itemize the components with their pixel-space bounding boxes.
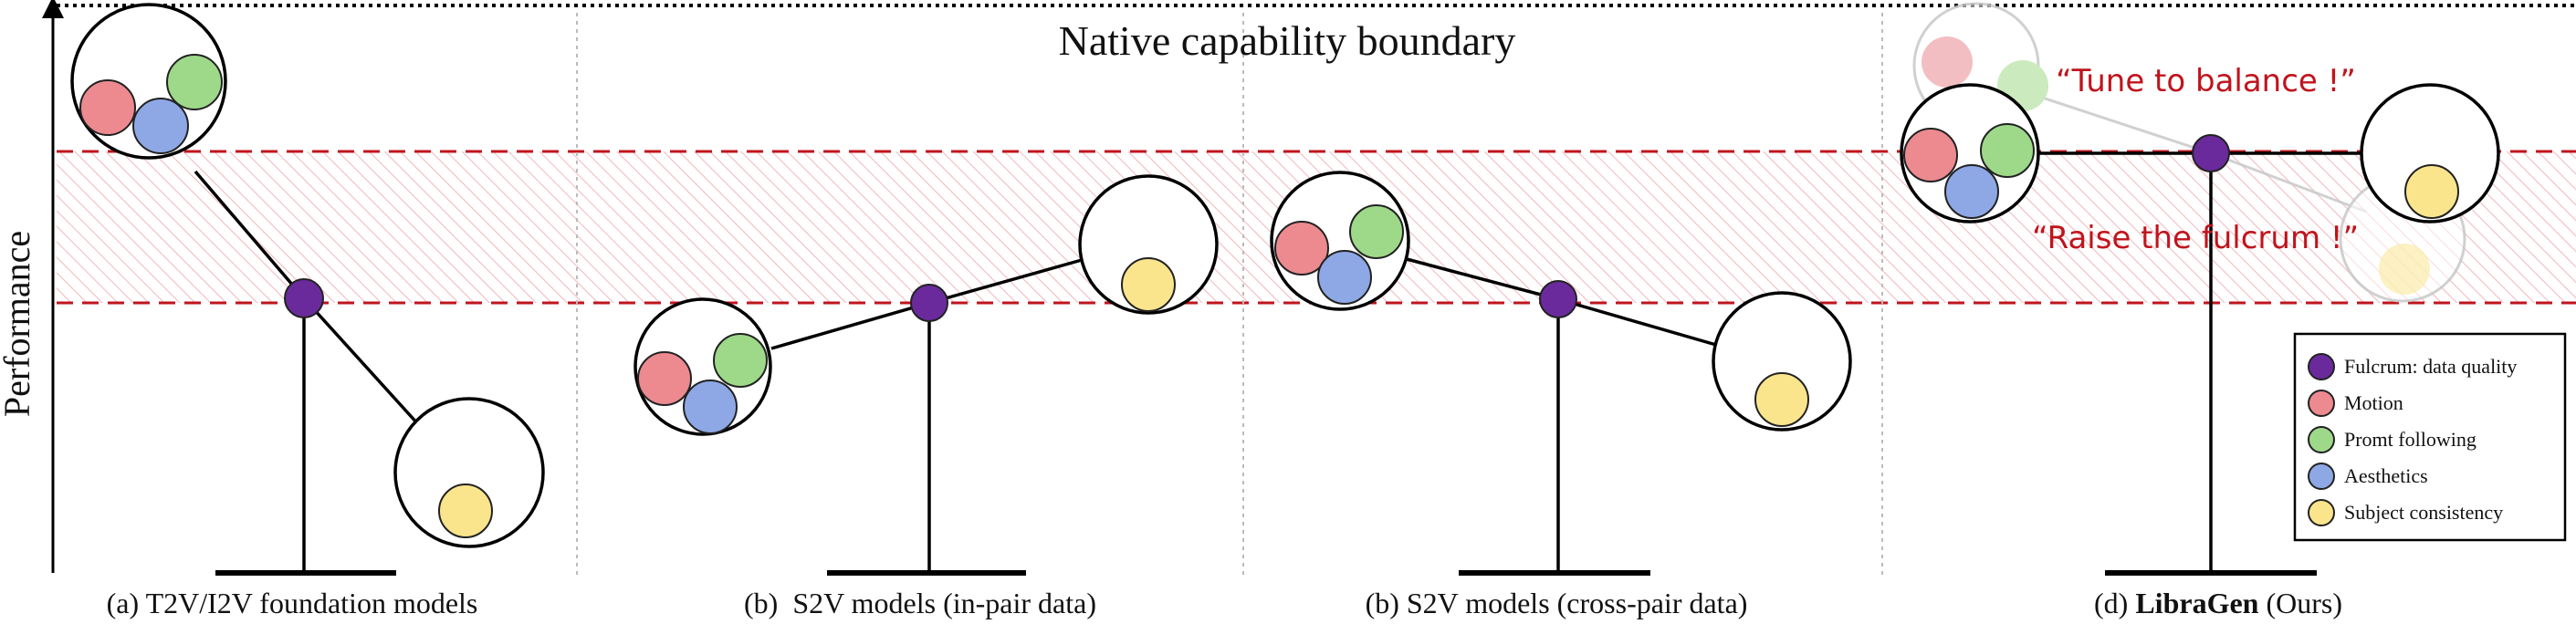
legend: Fulcrum: data quality Motion Promt follo… <box>2293 332 2567 542</box>
aesthetics-circle <box>1944 164 1999 219</box>
legend-fulcrum-swatch <box>2308 353 2335 380</box>
tune-annotation: “Tune to balance !” <box>2056 63 2356 99</box>
prompt-following-circle <box>713 333 768 388</box>
y-axis-label: Performance <box>0 231 37 417</box>
caption-d-bold: LibraGen <box>2135 587 2258 619</box>
legend-prompt-label: Promt following <box>2344 428 2477 451</box>
legend-prompt-swatch <box>2308 426 2335 453</box>
prompt-following-circle <box>1980 123 2035 178</box>
panel-a-beam-left <box>194 170 306 300</box>
caption-b-crosspair: (b) S2V models (cross-pair data) <box>1366 587 1748 619</box>
legend-aesthetics-swatch <box>2308 463 2335 490</box>
panel-b-crosspair-beam-left <box>1406 257 1559 301</box>
caption-a: (a) T2V/I2V foundation models <box>107 587 478 619</box>
raise-annotation: “Raise the fulcrum !” <box>2032 220 2359 256</box>
panel-b-inpair-balance <box>634 174 1219 576</box>
ghost-beam-right <box>2210 151 2367 213</box>
caption-b-inpair: (b) S2V models (in-pair data) <box>744 587 1096 619</box>
motion-circle <box>637 351 692 406</box>
panel-d-right-pan <box>2360 83 2500 224</box>
legend-box <box>2293 332 2567 542</box>
legend-subject-swatch <box>2308 499 2335 526</box>
aesthetics-circle <box>132 98 189 154</box>
motion-circle <box>1274 221 1329 276</box>
panel-b-crosspair-beam-right <box>1557 297 1717 347</box>
boundary-label: Native capability boundary <box>1059 17 1516 64</box>
panel-d-libragen-balance <box>1900 2 2500 576</box>
subject-consistency-circle <box>2404 164 2459 219</box>
panel-b-inpair-beam-right <box>928 258 1083 305</box>
legend-motion-swatch <box>2308 390 2335 417</box>
panel-a-beam-right <box>302 296 429 436</box>
subject-consistency-circle <box>1754 372 1809 427</box>
panel-d-left-pan <box>1900 83 2040 224</box>
legend-subject-label: Subject consistency <box>2344 501 2503 524</box>
panel-a-balance <box>70 3 545 576</box>
panel-b-inpair-beam-left <box>770 301 930 350</box>
caption-d-prefix: (d) <box>2094 587 2135 619</box>
caption-d: (d) LibraGen (Ours) <box>2094 587 2342 619</box>
prompt-following-circle <box>166 54 223 110</box>
legend-aesthetics-label: Aesthetics <box>2344 464 2428 487</box>
fulcrum-circle <box>1539 280 1577 318</box>
aesthetics-circle <box>683 380 738 434</box>
fulcrum-circle <box>910 284 948 322</box>
aesthetics-circle <box>1317 250 1372 305</box>
motion-circle <box>79 79 136 136</box>
subject-consistency-circle <box>1121 257 1176 312</box>
panel-a-right-pan <box>393 397 545 548</box>
legend-fulcrum-label: Fulcrum: data quality <box>2344 355 2517 378</box>
panel-b-crosspair-balance <box>1270 171 1852 576</box>
fulcrum-circle <box>2192 134 2230 172</box>
panel-b-crosspair-right-pan <box>1712 291 1852 432</box>
prompt-following-circle <box>1349 204 1404 259</box>
subject-consistency-circle <box>438 484 493 538</box>
ghost-subject-consistency-circle <box>2379 244 2430 295</box>
panel-b-inpair-right-pan <box>1078 174 1219 315</box>
ghost-motion-circle <box>1922 36 1973 88</box>
motion-circle <box>1903 128 1958 182</box>
legend-motion-label: Motion <box>2344 391 2403 414</box>
fulcrum-circle <box>284 278 324 318</box>
caption-d-suffix: (Ours) <box>2258 587 2342 619</box>
